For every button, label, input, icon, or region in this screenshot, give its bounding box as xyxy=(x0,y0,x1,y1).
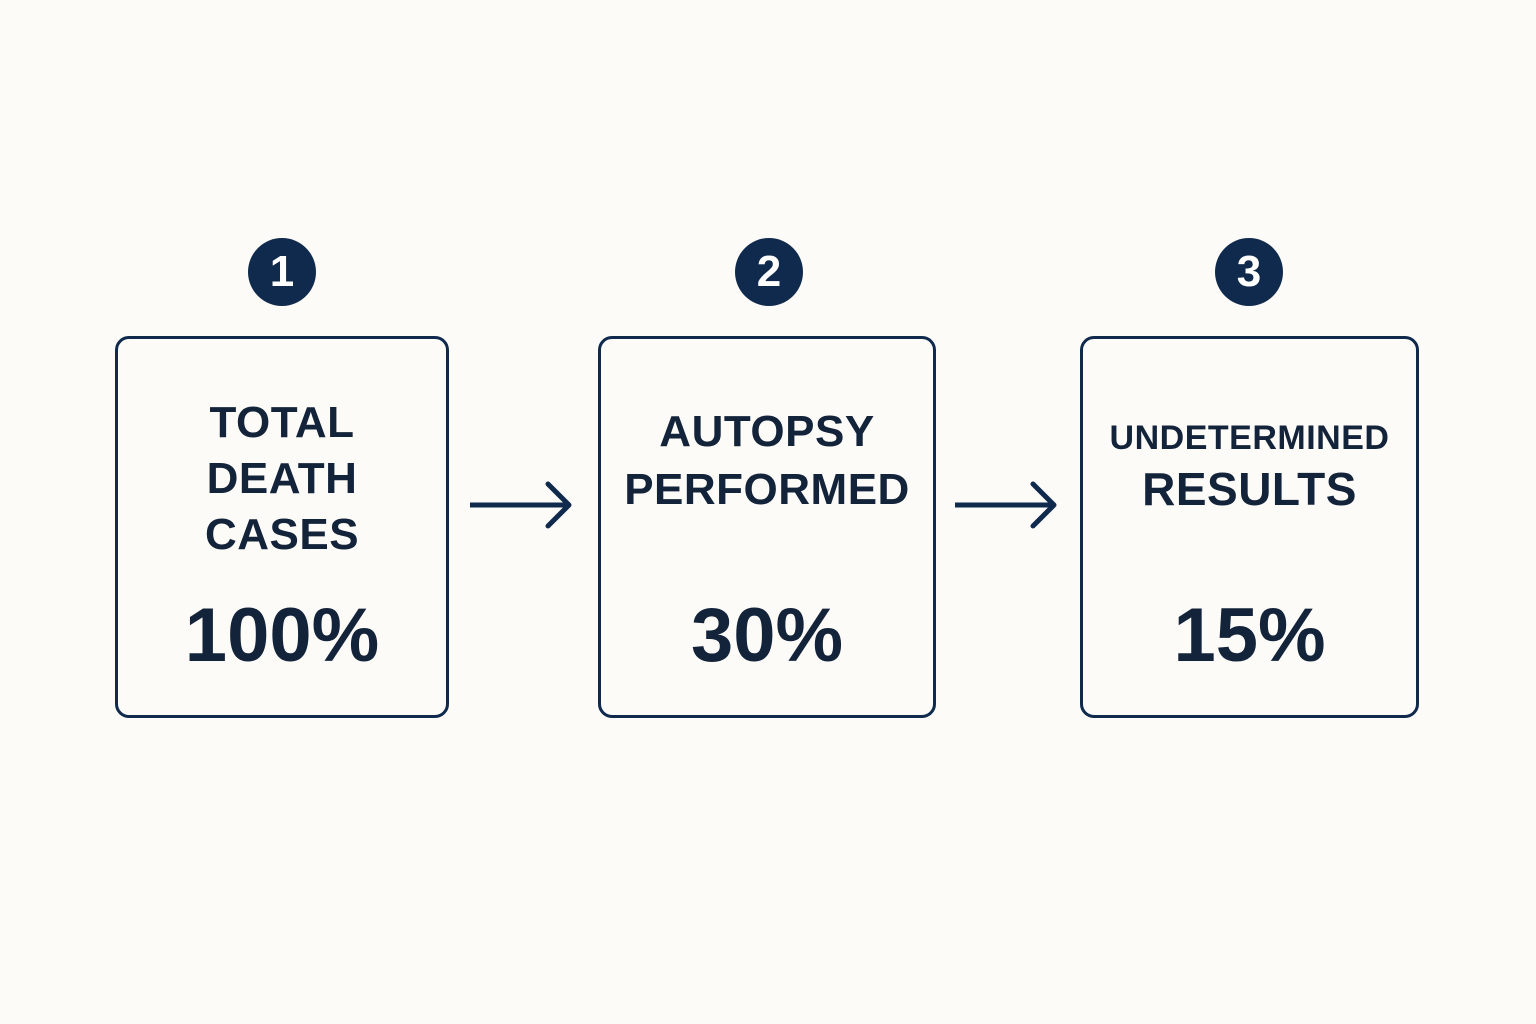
step-3-badge: 3 xyxy=(1215,238,1283,306)
step-3-label-line-2: RESULTS xyxy=(1142,463,1357,515)
step-1-value: 100% xyxy=(184,593,380,678)
step-2-label: AUTOPSY PERFORMED xyxy=(601,403,933,519)
step-2-box: AUTOPSY PERFORMED 30% xyxy=(598,336,936,718)
step-3-box: UNDETERMINED RESULTS 15% xyxy=(1080,336,1419,718)
step-3-value: 15% xyxy=(1173,593,1326,678)
step-2-label-line-2: PERFORMED xyxy=(624,465,910,514)
step-1-badge: 1 xyxy=(248,238,316,306)
arrow-right-icon xyxy=(470,481,572,529)
step-2-value: 30% xyxy=(690,593,844,678)
step-1-label: TOTAL DEATH CASES xyxy=(118,395,446,563)
step-2-badge: 2 xyxy=(735,238,803,306)
step-2-label-line-1: AUTOPSY xyxy=(659,407,875,456)
arrow-right-icon xyxy=(955,481,1057,529)
step-3-label: UNDETERMINED RESULTS xyxy=(1083,415,1416,517)
step-3-label-line-1: UNDETERMINED xyxy=(1109,419,1390,457)
step-1-label-line-1: TOTAL xyxy=(209,398,355,447)
step-1-label-line-3: CASES xyxy=(204,510,360,559)
step-1-box: TOTAL DEATH CASES 100% xyxy=(115,336,449,718)
step-1-label-line-2: DEATH xyxy=(206,454,358,503)
